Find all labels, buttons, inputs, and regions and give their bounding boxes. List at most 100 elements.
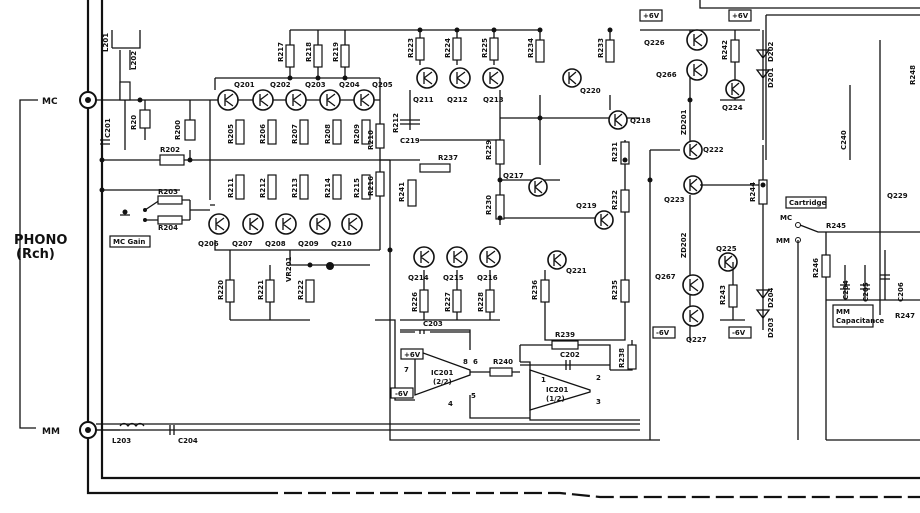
phono-channel: (Rch): [16, 247, 55, 262]
pin8-label: 8: [463, 358, 468, 366]
q229-label: Q229: [887, 192, 908, 200]
r203-resistor: [157, 195, 183, 205]
junction-dots: [187, 27, 766, 268]
mc-input-label: MC: [42, 97, 58, 107]
input-labels: L201 L202 C201 R20 R200 R202 R203 R204: [102, 33, 182, 232]
r209-label: R209: [353, 124, 361, 144]
upper-transistor-labels: Q201 Q202 Q203 Q204 Q205: [234, 81, 393, 89]
q214-label: Q214: [408, 274, 429, 282]
l202-label: L202: [130, 51, 138, 70]
r247-label: R247: [895, 312, 915, 320]
lower-transistor-row: [208, 213, 363, 235]
r223-label: R223: [407, 38, 415, 58]
minus6v-box-b: -6V: [656, 329, 670, 337]
r20-resistor: [139, 109, 151, 129]
r200-resistor: [184, 119, 196, 141]
c204-label: C204: [842, 280, 850, 300]
r230-label: R230: [485, 195, 493, 215]
ic201a-label: IC201: [431, 369, 453, 377]
c204b-label: C204: [178, 437, 198, 445]
c205-label: C205: [862, 282, 870, 302]
r246-label: R246: [812, 258, 820, 278]
r217-label: R217: [277, 42, 285, 62]
q267-label: Q267: [655, 273, 676, 281]
d202-label: D202: [767, 41, 775, 62]
opamp-section: C203 IC201 (2/2) 8 7 6 4 5 +6V -6V R240 …: [375, 319, 640, 421]
q219-label: Q219: [576, 202, 597, 210]
r203-label: R203: [158, 188, 178, 196]
ic201b-sub: (1/2): [546, 395, 565, 403]
mm-cap-line1: MM: [836, 308, 850, 316]
d201-label: D201: [767, 67, 775, 88]
d203-label: D203: [767, 317, 775, 338]
r232-label: R232: [611, 190, 619, 210]
r225-label: R225: [481, 38, 489, 58]
plus6v-box-b: +6V: [643, 12, 660, 20]
q222-label: Q222: [703, 146, 724, 154]
r240-label: R240: [493, 358, 513, 366]
r220-label: R220: [217, 280, 225, 300]
minus6v-box-a: -6V: [395, 390, 409, 398]
input-wiring: [96, 30, 640, 431]
r234-label: R234: [527, 38, 535, 58]
switch-mm-label: MM: [776, 237, 790, 245]
q216-label: Q216: [477, 274, 498, 282]
low-resistors: R211 R212 R213 R214 R215 R216: [227, 171, 385, 200]
zd202-label: ZD202: [680, 232, 688, 258]
upper-transistor-row: [217, 89, 375, 111]
r204-resistor: [157, 215, 183, 225]
r208-label: R208: [324, 124, 332, 144]
q220-label: Q220: [580, 87, 601, 95]
lower-transistor-labels: Q206 Q207 Q208 Q209 Q210: [198, 240, 352, 248]
frame-lines: [86, 0, 920, 499]
c219-label: C219: [400, 137, 420, 145]
q203-label: Q203: [305, 81, 326, 89]
l203-label: L203: [112, 437, 131, 445]
r214-label: R214: [324, 178, 332, 198]
q225-label: Q225: [716, 245, 737, 253]
r245-label: R245: [826, 222, 846, 230]
switch-mc-label: MC: [780, 214, 792, 222]
lower-right-group: Q214 Q215 Q216 R226 R227 R228: [400, 246, 501, 321]
phono-label: PHONO (Rch) MC MM: [14, 97, 67, 437]
cartridge-label: Cartridge: [789, 199, 827, 207]
r236-label: R236: [531, 280, 539, 300]
q217-label: Q217: [503, 172, 524, 180]
r229-label: R229: [485, 140, 493, 160]
mid-resistors: R205 R206 R207 R208 R209 R210: [227, 119, 385, 150]
mc-gain-label: MC Gain: [113, 238, 145, 246]
r227-label: R227: [444, 292, 452, 312]
r204-label: R204: [158, 224, 178, 232]
pin3-label: 3: [596, 398, 601, 406]
q211-label: Q211: [413, 96, 434, 104]
c201-label: C201: [104, 118, 112, 138]
r243-label: R243: [719, 285, 727, 305]
r202-label: R202: [160, 146, 180, 154]
bias-resistors: R220 R221 R222 VR201: [217, 256, 334, 303]
r212-label: R212: [259, 178, 267, 198]
r222-label: R222: [297, 280, 305, 300]
pin2-label: 2: [596, 374, 601, 382]
pin6-label: 6: [473, 358, 478, 366]
q215-label: Q215: [443, 274, 464, 282]
r20-label: R20: [130, 115, 138, 130]
q224-label: Q224: [722, 104, 743, 112]
mc-gain-box: MC Gain: [109, 235, 151, 248]
diff-pair-wiring: [209, 29, 660, 441]
vr201-label: VR201: [285, 256, 293, 282]
r219-label: R219: [332, 42, 340, 62]
q266-label: Q266: [656, 71, 677, 79]
r210-label: R210: [367, 130, 375, 150]
r213-label: R213: [291, 178, 299, 198]
output-stage: +6V +6V Q226 Q266 R242 Q224 D202 D201 ZD…: [639, 9, 775, 440]
r244-label: R244: [749, 182, 757, 202]
vas-section: R234 R233 Q220 Q218 Q217 Q219 Q221 R231 …: [503, 30, 651, 341]
r202-resistor: [159, 154, 185, 166]
q227-label: Q227: [686, 336, 707, 344]
q204-label: Q204: [339, 81, 360, 89]
r224-label: R224: [444, 38, 452, 58]
q202-label: Q202: [270, 81, 291, 89]
c240-label: C240: [840, 130, 848, 150]
q223-label: Q223: [664, 196, 685, 204]
